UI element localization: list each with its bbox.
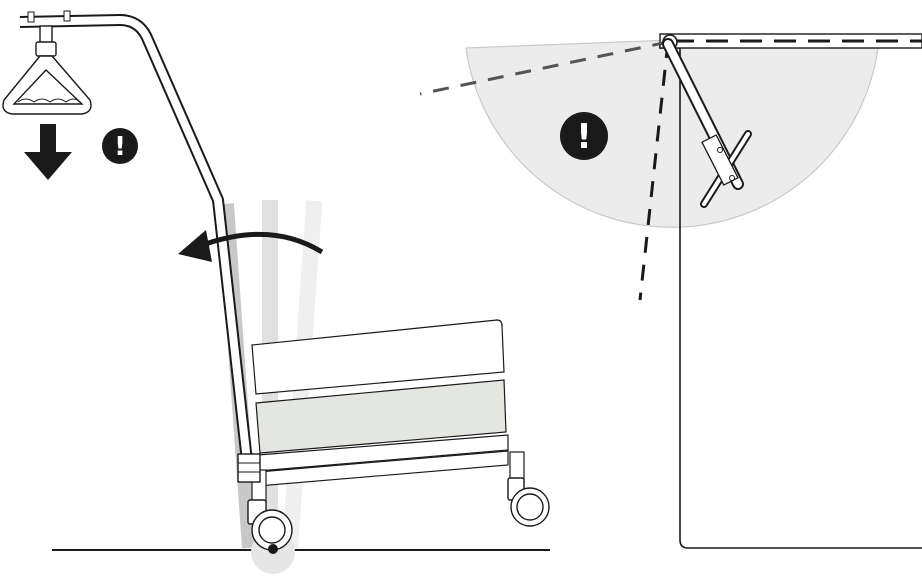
- pole-clamp: [237, 453, 261, 483]
- curved-arrow-left-icon: [178, 230, 324, 262]
- swing-limit-left: [419, 40, 669, 96]
- trapeze-handle: [2, 25, 92, 115]
- mattress-band: [255, 379, 507, 454]
- swing-zone: [465, 39, 879, 228]
- bed-frame: [251, 319, 525, 503]
- exclamation-warning-icon: !: [102, 128, 138, 164]
- swing-limit-down: [638, 41, 670, 301]
- pivot-point: [268, 544, 278, 554]
- warning-glyph-left: !: [114, 132, 126, 162]
- left-caster: [247, 499, 293, 551]
- casters: [247, 477, 550, 554]
- lifting-pole: [19, 10, 261, 483]
- right-scene: !: [419, 33, 922, 549]
- warning-glyph-right: !: [576, 117, 592, 157]
- right-caster: [507, 477, 550, 527]
- arrow-down-icon: [24, 124, 72, 180]
- mattress-top: [251, 319, 505, 395]
- pole-arm-top: [662, 38, 752, 208]
- left-scene: !: [2, 10, 550, 574]
- exclamation-warning-icon-right: !: [560, 112, 608, 160]
